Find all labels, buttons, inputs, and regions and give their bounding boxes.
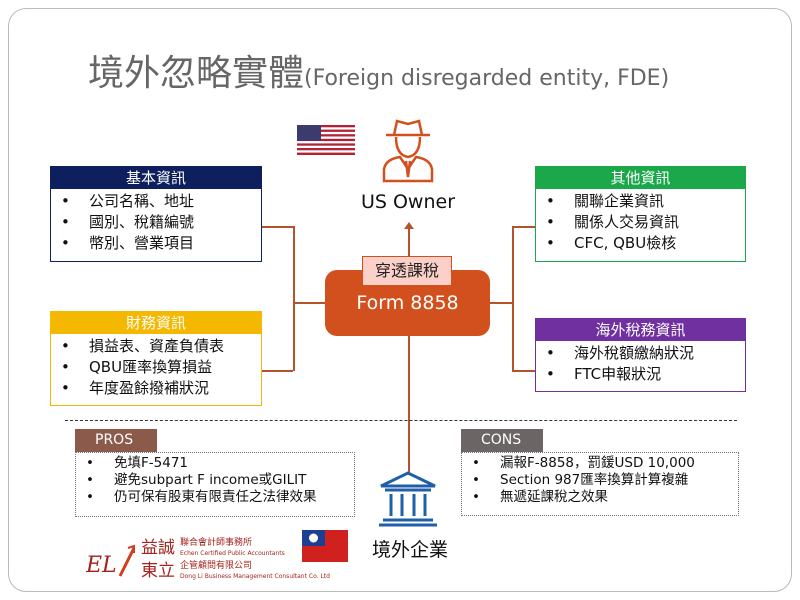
list-item: 避免subpart F income或GILIT bbox=[82, 472, 348, 489]
slide-frame bbox=[8, 8, 792, 592]
logo-name-1: 益誠 bbox=[141, 538, 175, 558]
foreign-entity-label: 境外企業 bbox=[371, 539, 448, 561]
logo-firm-2-en: Dong Li Business Management Consultant C… bbox=[180, 573, 330, 580]
basic-info-title: 基本資訊 bbox=[51, 167, 261, 189]
us-flag-icon bbox=[297, 125, 355, 155]
pros-title: PROS bbox=[75, 429, 157, 452]
list-item: 公司名稱、地址 bbox=[57, 191, 255, 212]
list-item: QBU匯率換算損益 bbox=[57, 357, 255, 378]
cons-box: 漏報F-8858，罰鍰USD 10,000Section 987匯率換算計算複雜… bbox=[461, 452, 739, 516]
other-info-title: 其他資訊 bbox=[536, 167, 745, 189]
list-item: 損益表、資產負債表 bbox=[57, 336, 255, 357]
list-item: 漏報F-8858，罰鍰USD 10,000 bbox=[468, 455, 732, 472]
list-item: FTC申報狀況 bbox=[542, 364, 739, 385]
taiwan-flag-icon bbox=[302, 530, 348, 562]
basic-info-box: 基本資訊 公司名稱、地址國別、稅籍編號幣別、營業項目 bbox=[50, 166, 262, 262]
foreign-tax-info-box: 海外稅務資訊 海外稅額繳納狀況FTC申報狀況 bbox=[535, 318, 746, 392]
logo-firm-2: 企管顧問有限公司 bbox=[180, 561, 253, 571]
bank-building-icon bbox=[379, 471, 437, 527]
list-item: 幣別、營業項目 bbox=[57, 233, 255, 254]
owner-person-icon bbox=[382, 119, 434, 183]
slide-title: 境外忽略實體(Foreign disregarded entity, FDE) bbox=[88, 53, 670, 94]
list-item: 關係人交易資訊 bbox=[542, 212, 739, 233]
finance-info-title: 財務資訊 bbox=[51, 312, 261, 334]
foreign-tax-info-title: 海外稅務資訊 bbox=[536, 319, 745, 341]
cons-title: CONS bbox=[461, 429, 543, 452]
company-logo: EL 益誠 聯合會計師事務所 Echen Certified Public Ac… bbox=[86, 538, 330, 584]
arrow-up-icon bbox=[404, 222, 414, 229]
logo-name-2: 東立 bbox=[141, 561, 175, 581]
logo-firm-1: 聯合會計師事務所 bbox=[180, 538, 253, 548]
pass-through-tag: 穿透課稅 bbox=[362, 256, 452, 286]
us-owner-label: US Owner bbox=[360, 191, 456, 213]
list-item: CFC, QBU檢核 bbox=[542, 233, 739, 254]
finance-info-box: 財務資訊 損益表、資產負債表QBU匯率換算損益年度盈餘撥補狀況 bbox=[50, 311, 262, 406]
other-info-box: 其他資訊 關聯企業資訊關係人交易資訊CFC, QBU檢核 bbox=[535, 166, 746, 262]
logo-firm-1-en: Echen Certified Public Accountants bbox=[180, 550, 285, 557]
pros-box: 免填F-5471避免subpart F income或GILIT仍可保有股東有限… bbox=[75, 452, 355, 517]
list-item: 仍可保有股東有限責任之法律效果 bbox=[82, 489, 348, 506]
divider bbox=[65, 420, 737, 421]
list-item: 關聯企業資訊 bbox=[542, 191, 739, 212]
form-8858-label: Form 8858 bbox=[356, 292, 459, 314]
logo-mark-icon: EL bbox=[86, 544, 136, 578]
list-item: 海外稅額繳納狀況 bbox=[542, 343, 739, 364]
list-item: Section 987匯率換算計算複雜 bbox=[468, 472, 732, 489]
list-item: 免填F-5471 bbox=[82, 455, 348, 472]
list-item: 國別、稅籍編號 bbox=[57, 212, 255, 233]
svg-text:EL: EL bbox=[86, 553, 117, 578]
list-item: 無遞延課稅之效果 bbox=[468, 489, 732, 506]
list-item: 年度盈餘撥補狀況 bbox=[57, 378, 255, 399]
